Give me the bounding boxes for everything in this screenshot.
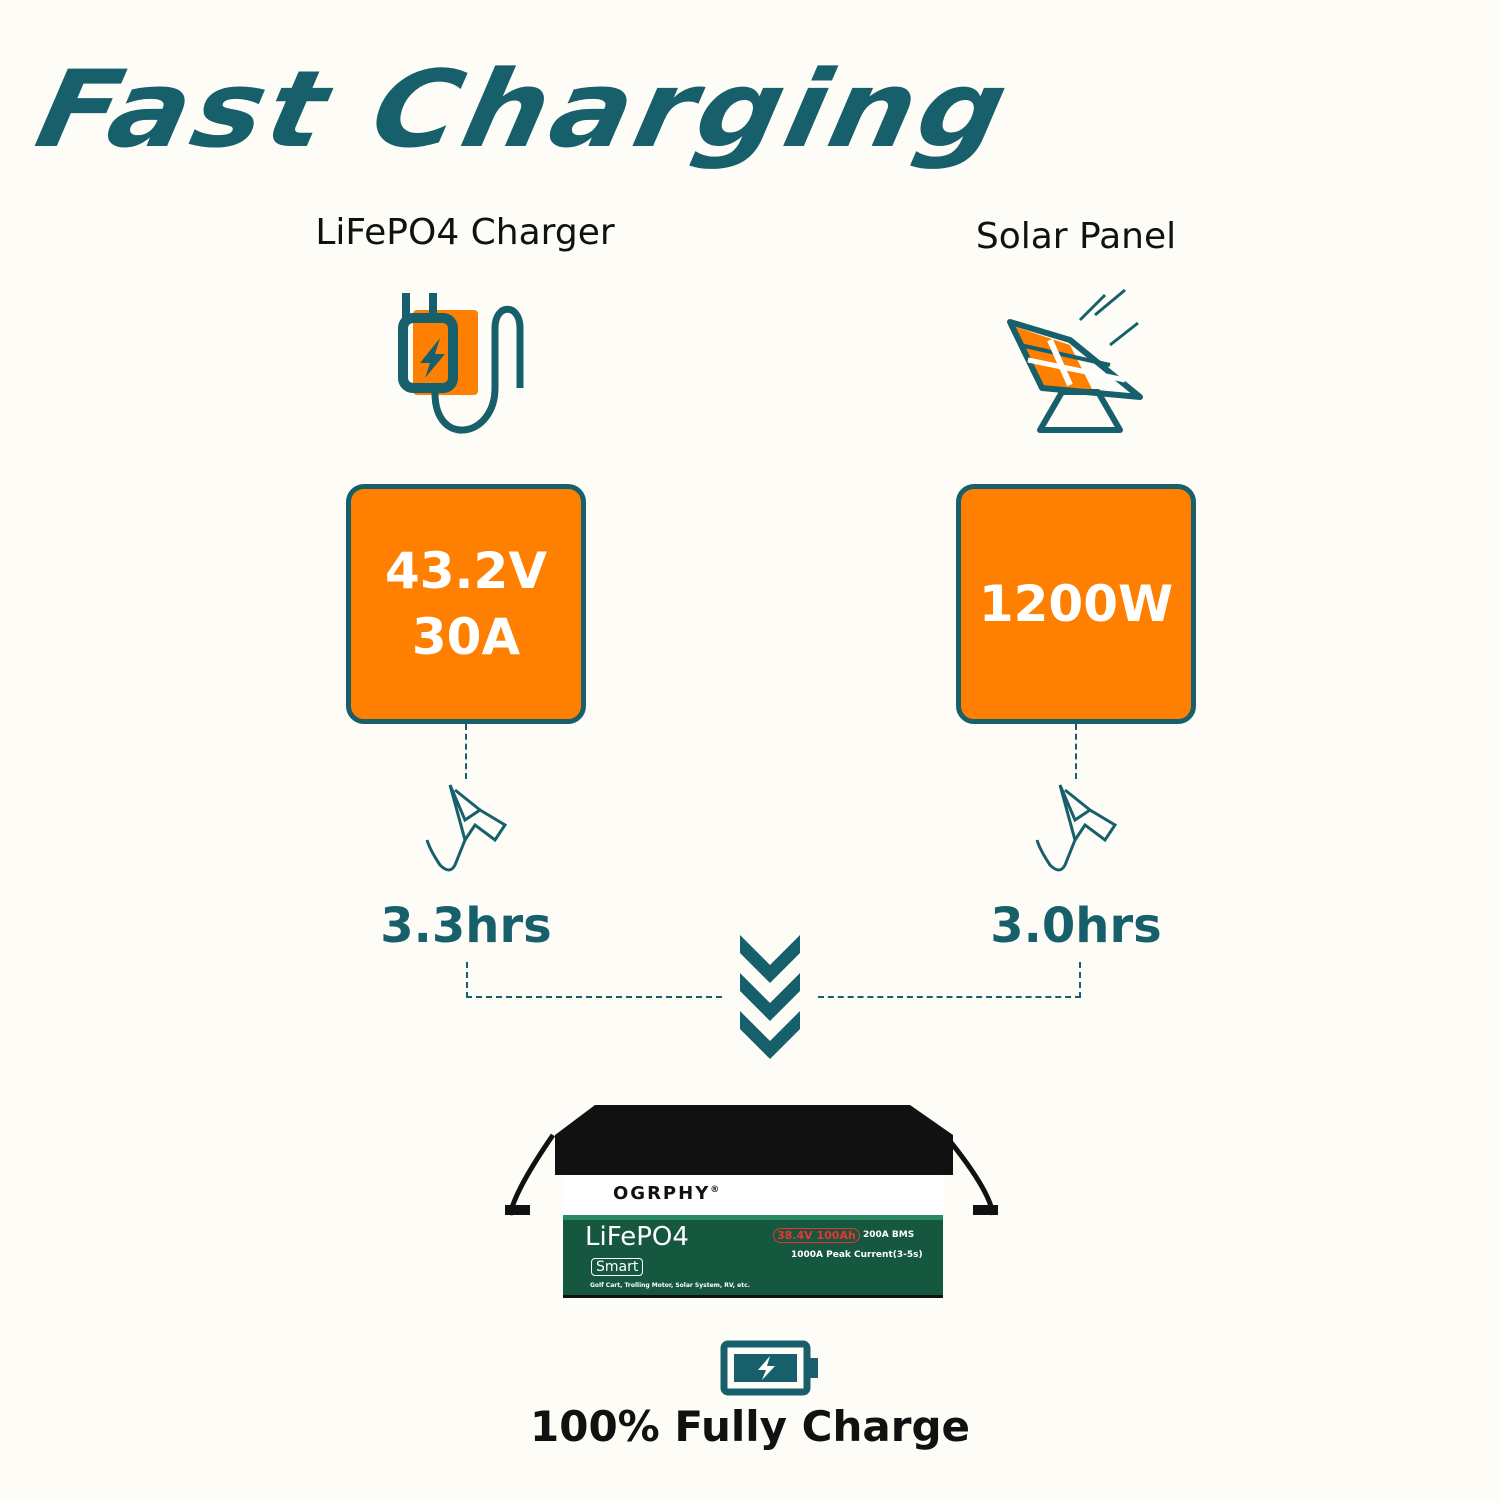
- solar-label: Solar Panel: [975, 216, 1177, 257]
- page-title: Fast Charging: [26, 46, 1022, 172]
- solar-power: 1200W: [978, 575, 1174, 633]
- charger-label: LiFePO4 Charger: [315, 212, 615, 253]
- chevrons-down-icon: [740, 935, 800, 1059]
- battery-peak: 1000A Peak Current(3-5s): [791, 1250, 923, 1260]
- battery-full-icon: [720, 1340, 818, 1396]
- battery-chemistry: LiFePO4: [585, 1222, 689, 1252]
- charger-voltage: 43.2V: [384, 542, 548, 600]
- charger-icon: [398, 293, 524, 434]
- battery-bms: 200A BMS: [863, 1230, 915, 1240]
- charger-spec-box: 43.2V 30A: [346, 484, 586, 724]
- battery-brand: OGRPHY: [613, 1183, 711, 1204]
- connector-line: [1075, 724, 1077, 779]
- charger-current: 30A: [411, 608, 521, 666]
- fully-charged-label: 100% Fully Charge: [530, 1402, 970, 1451]
- charger-time: 3.3hrs: [380, 898, 552, 954]
- battery-image: OGRPHY® LiFePO4 Smart 38.4V 100Ah 200A B…: [505, 1100, 1000, 1300]
- connector-line: [465, 724, 467, 779]
- smart-badge: Smart: [591, 1258, 644, 1276]
- connector-line: [466, 962, 722, 998]
- connector-line: [818, 962, 1081, 998]
- solar-panel-icon: [1007, 288, 1143, 433]
- battery-uses: Golf Cart, Trolling Motor, Solar System,…: [590, 1282, 750, 1289]
- clamp-icon: [425, 784, 508, 872]
- clamp-icon: [1035, 784, 1118, 872]
- registered-mark: ®: [710, 1185, 722, 1195]
- battery-rating: 38.4V 100Ah: [773, 1228, 860, 1243]
- solar-time: 3.0hrs: [990, 898, 1162, 954]
- solar-spec-box: 1200W: [956, 484, 1196, 724]
